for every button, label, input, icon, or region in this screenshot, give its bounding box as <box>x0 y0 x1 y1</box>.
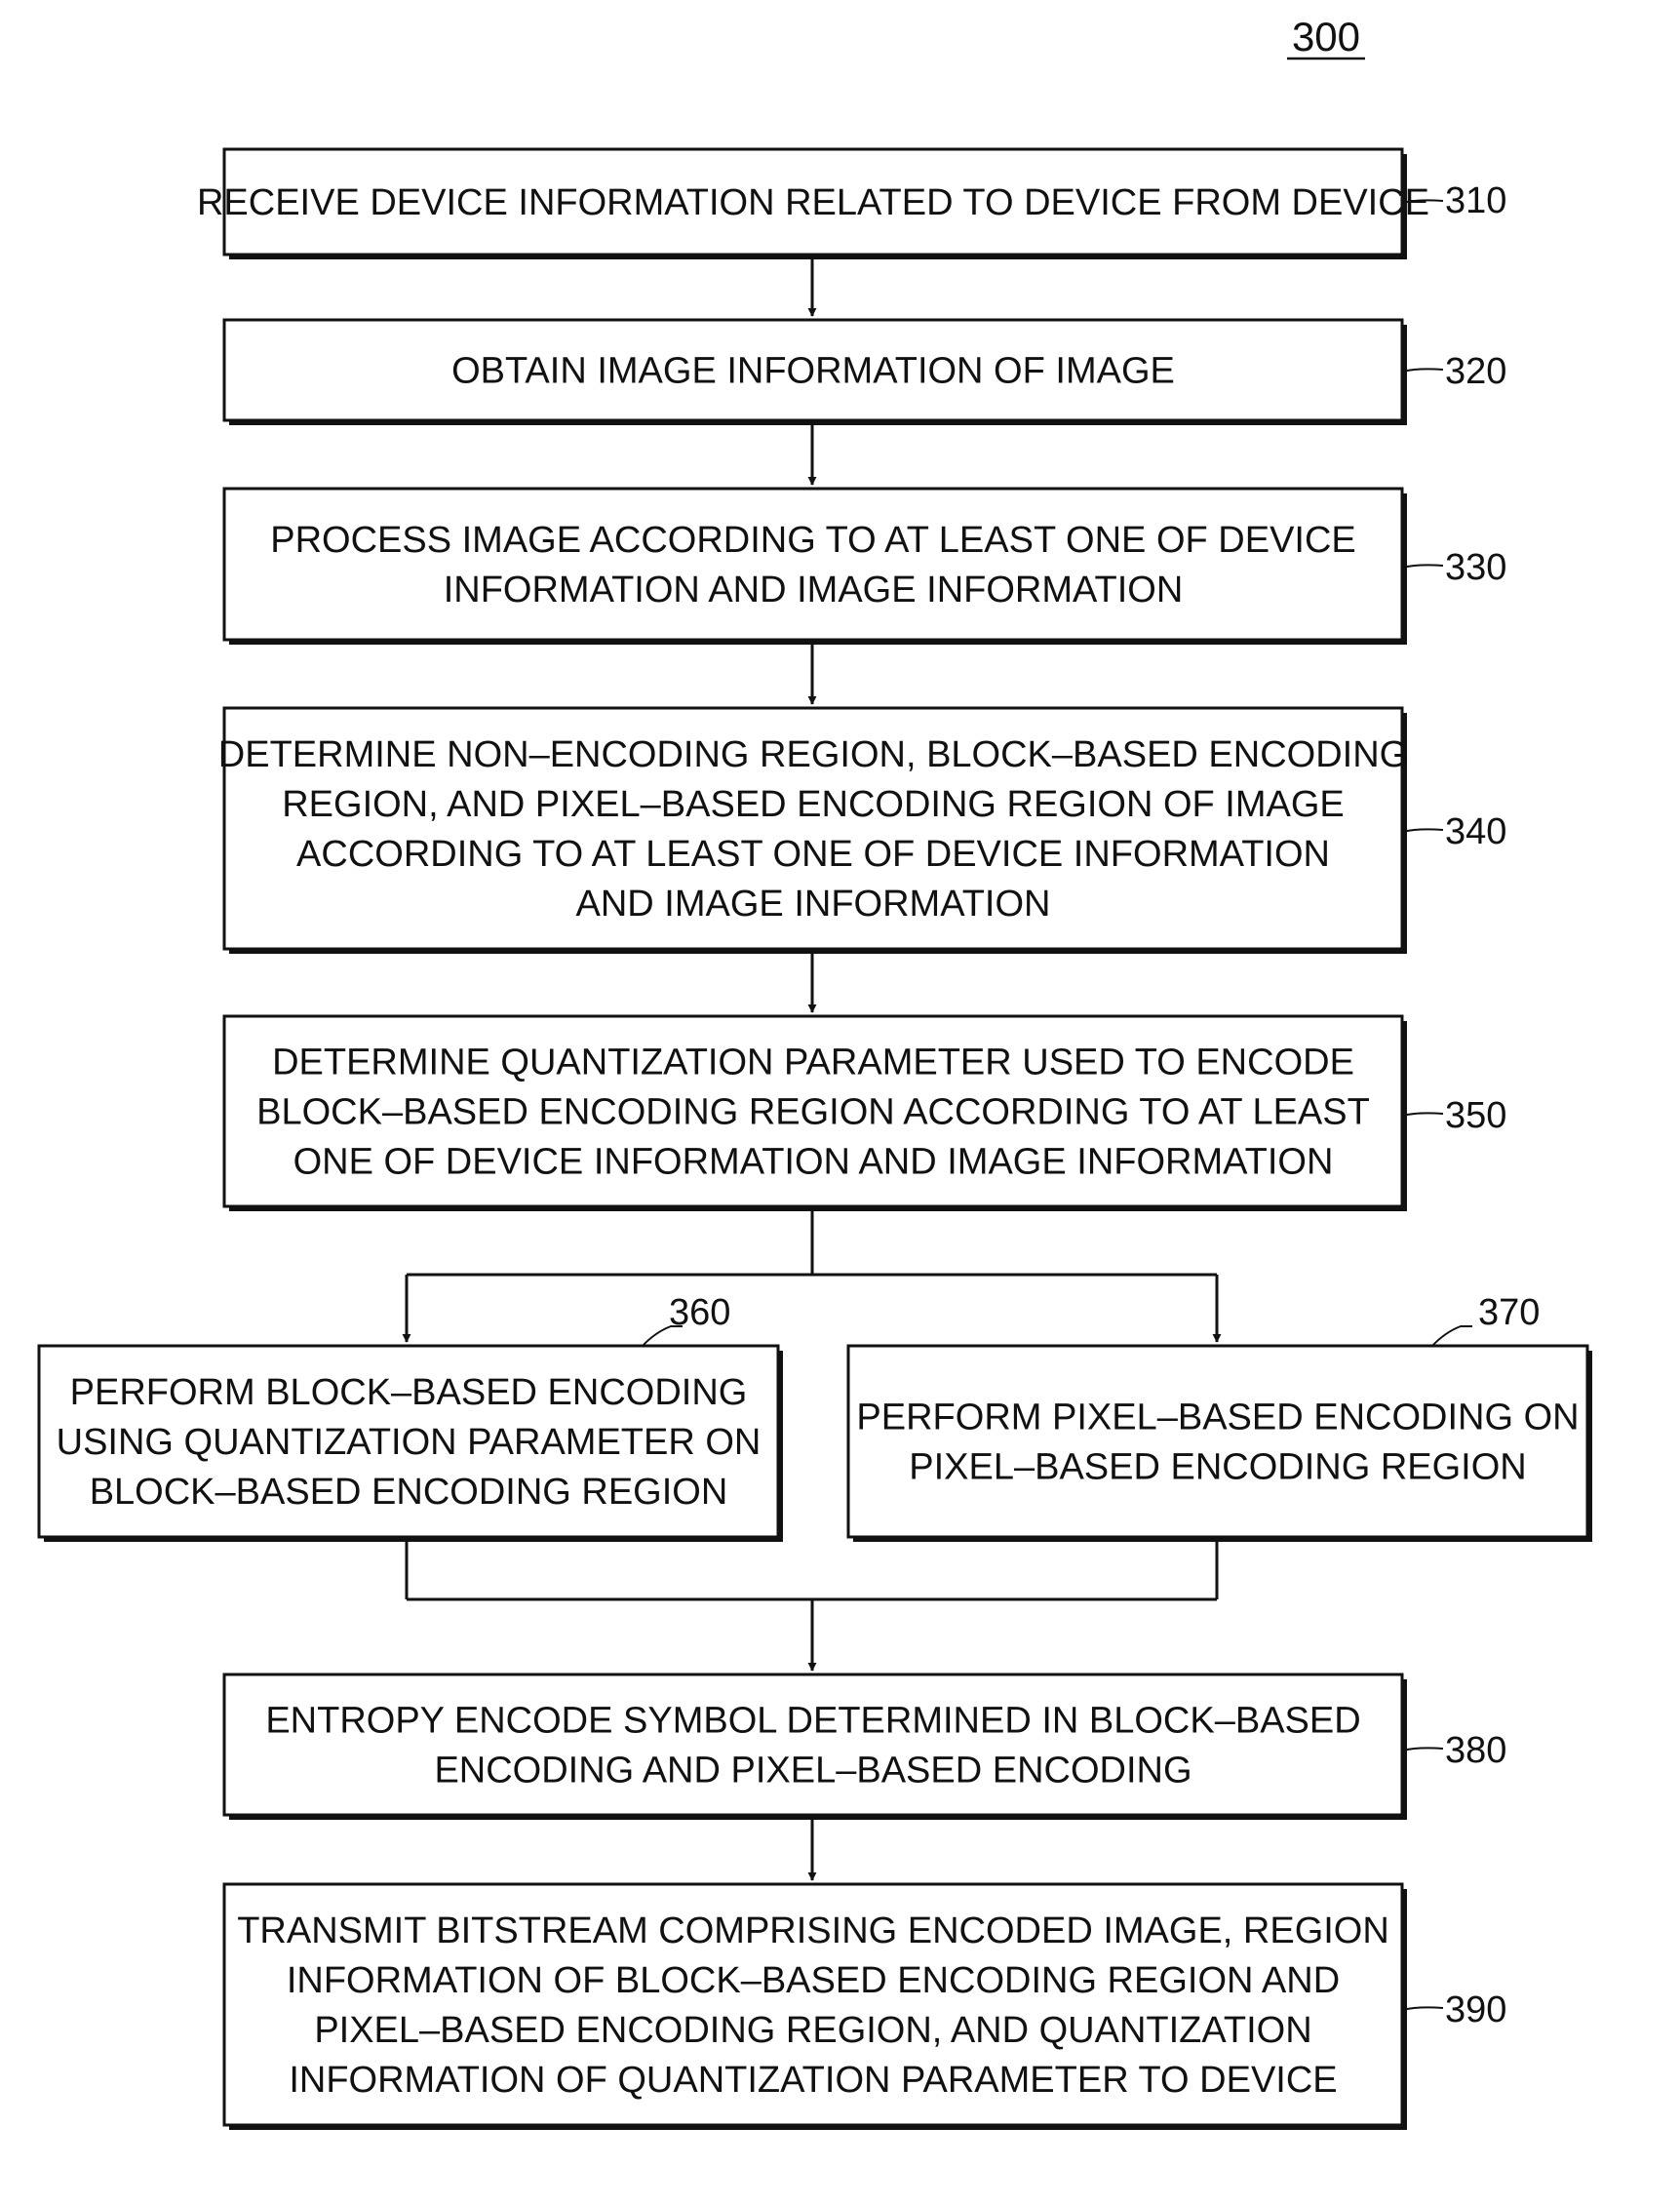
step-text-line: ENTROPY ENCODE SYMBOL DETERMINED IN BLOC… <box>265 1701 1360 1742</box>
step-350: DETERMINE QUANTIZATION PARAMETER USED TO… <box>224 1016 1506 1211</box>
leader-370 <box>1431 1326 1472 1347</box>
step-ref-label: 330 <box>1445 547 1506 588</box>
step-360: PERFORM BLOCK–BASED ENCODING USING QUANTI… <box>39 1292 783 1542</box>
step-text-line: DETERMINE QUANTIZATION PARAMETER USED TO… <box>272 1043 1354 1083</box>
step-text-line: USING QUANTIZATION PARAMETER ON <box>57 1422 762 1463</box>
step-text-line: PROCESS IMAGE ACCORDING TO AT LEAST ONE … <box>270 520 1356 561</box>
step-text-line: INFORMATION OF BLOCK–BASED ENCODING REGI… <box>287 1960 1340 2001</box>
step-310: RECEIVE DEVICE INFORMATION RELATED TO DE… <box>197 149 1506 259</box>
step-ref-label: 340 <box>1445 811 1506 852</box>
step-box <box>224 489 1402 640</box>
step-ref-label: 370 <box>1478 1292 1540 1333</box>
leader-390 <box>1402 2007 1443 2010</box>
step-ref-label: 380 <box>1445 1730 1506 1771</box>
step-text-line: PERFORM PIXEL–BASED ENCODING ON <box>856 1398 1579 1438</box>
step-box <box>848 1346 1587 1537</box>
step-text-line: REGION, AND PIXEL–BASED ENCODING REGION … <box>282 784 1345 825</box>
step-text-line: BLOCK–BASED ENCODING REGION ACCORDING TO… <box>256 1092 1370 1133</box>
step-ref-label: 350 <box>1445 1095 1506 1136</box>
figure-label: 300 <box>1292 14 1360 59</box>
step-text-line: TRANSMIT BITSTREAM COMPRISING ENCODED IM… <box>237 1910 1389 1951</box>
step-ref-label: 360 <box>669 1292 730 1333</box>
step-390: TRANSMIT BITSTREAM COMPRISING ENCODED IM… <box>224 1884 1506 2130</box>
step-text-line: BLOCK–BASED ENCODING REGION <box>90 1472 728 1513</box>
leader-330 <box>1402 565 1443 568</box>
step-ref-label: 320 <box>1445 351 1506 392</box>
step-text-line: PIXEL–BASED ENCODING REGION <box>909 1447 1527 1488</box>
leader-350 <box>1402 1113 1443 1116</box>
step-text-line: INFORMATION AND IMAGE INFORMATION <box>444 570 1184 610</box>
step-text-line: ONE OF DEVICE INFORMATION AND IMAGE INFO… <box>293 1142 1334 1183</box>
step-text-line: ACCORDING TO AT LEAST ONE OF DEVICE INFO… <box>296 834 1330 875</box>
step-text-line: RECEIVE DEVICE INFORMATION RELATED TO DE… <box>197 182 1429 223</box>
step-370: PERFORM PIXEL–BASED ENCODING ON PIXEL–BAS… <box>848 1292 1592 1542</box>
steps: RECEIVE DEVICE INFORMATION RELATED TO DE… <box>39 149 1592 2130</box>
step-330: PROCESS IMAGE ACCORDING TO AT LEAST ONE … <box>224 489 1506 645</box>
step-text-line: PERFORM BLOCK–BASED ENCODING <box>70 1372 748 1413</box>
step-text-line: ENCODING AND PIXEL–BASED ENCODING <box>434 1751 1192 1792</box>
step-text-line: DETERMINE NON–ENCODING REGION, BLOCK–BAS… <box>218 734 1408 775</box>
leader-340 <box>1402 829 1443 832</box>
step-text-line: OBTAIN IMAGE INFORMATION OF IMAGE <box>451 351 1175 392</box>
step-ref-label: 310 <box>1445 180 1506 221</box>
step-box <box>224 1674 1402 1815</box>
step-320: OBTAIN IMAGE INFORMATION OF IMAGE 320 <box>224 320 1506 425</box>
step-380: ENTROPY ENCODE SYMBOL DETERMINED IN BLOC… <box>224 1674 1506 1820</box>
step-text-line: INFORMATION OF QUANTIZATION PARAMETER TO… <box>289 2060 1337 2101</box>
leader-380 <box>1402 1748 1443 1751</box>
leader-320 <box>1402 369 1443 372</box>
step-ref-label: 390 <box>1445 1989 1506 2030</box>
step-340: DETERMINE NON–ENCODING REGION, BLOCK–BAS… <box>218 708 1507 954</box>
step-text-line: PIXEL–BASED ENCODING REGION, AND QUANTIZ… <box>314 2010 1311 2051</box>
step-text-line: AND IMAGE INFORMATION <box>576 884 1051 925</box>
